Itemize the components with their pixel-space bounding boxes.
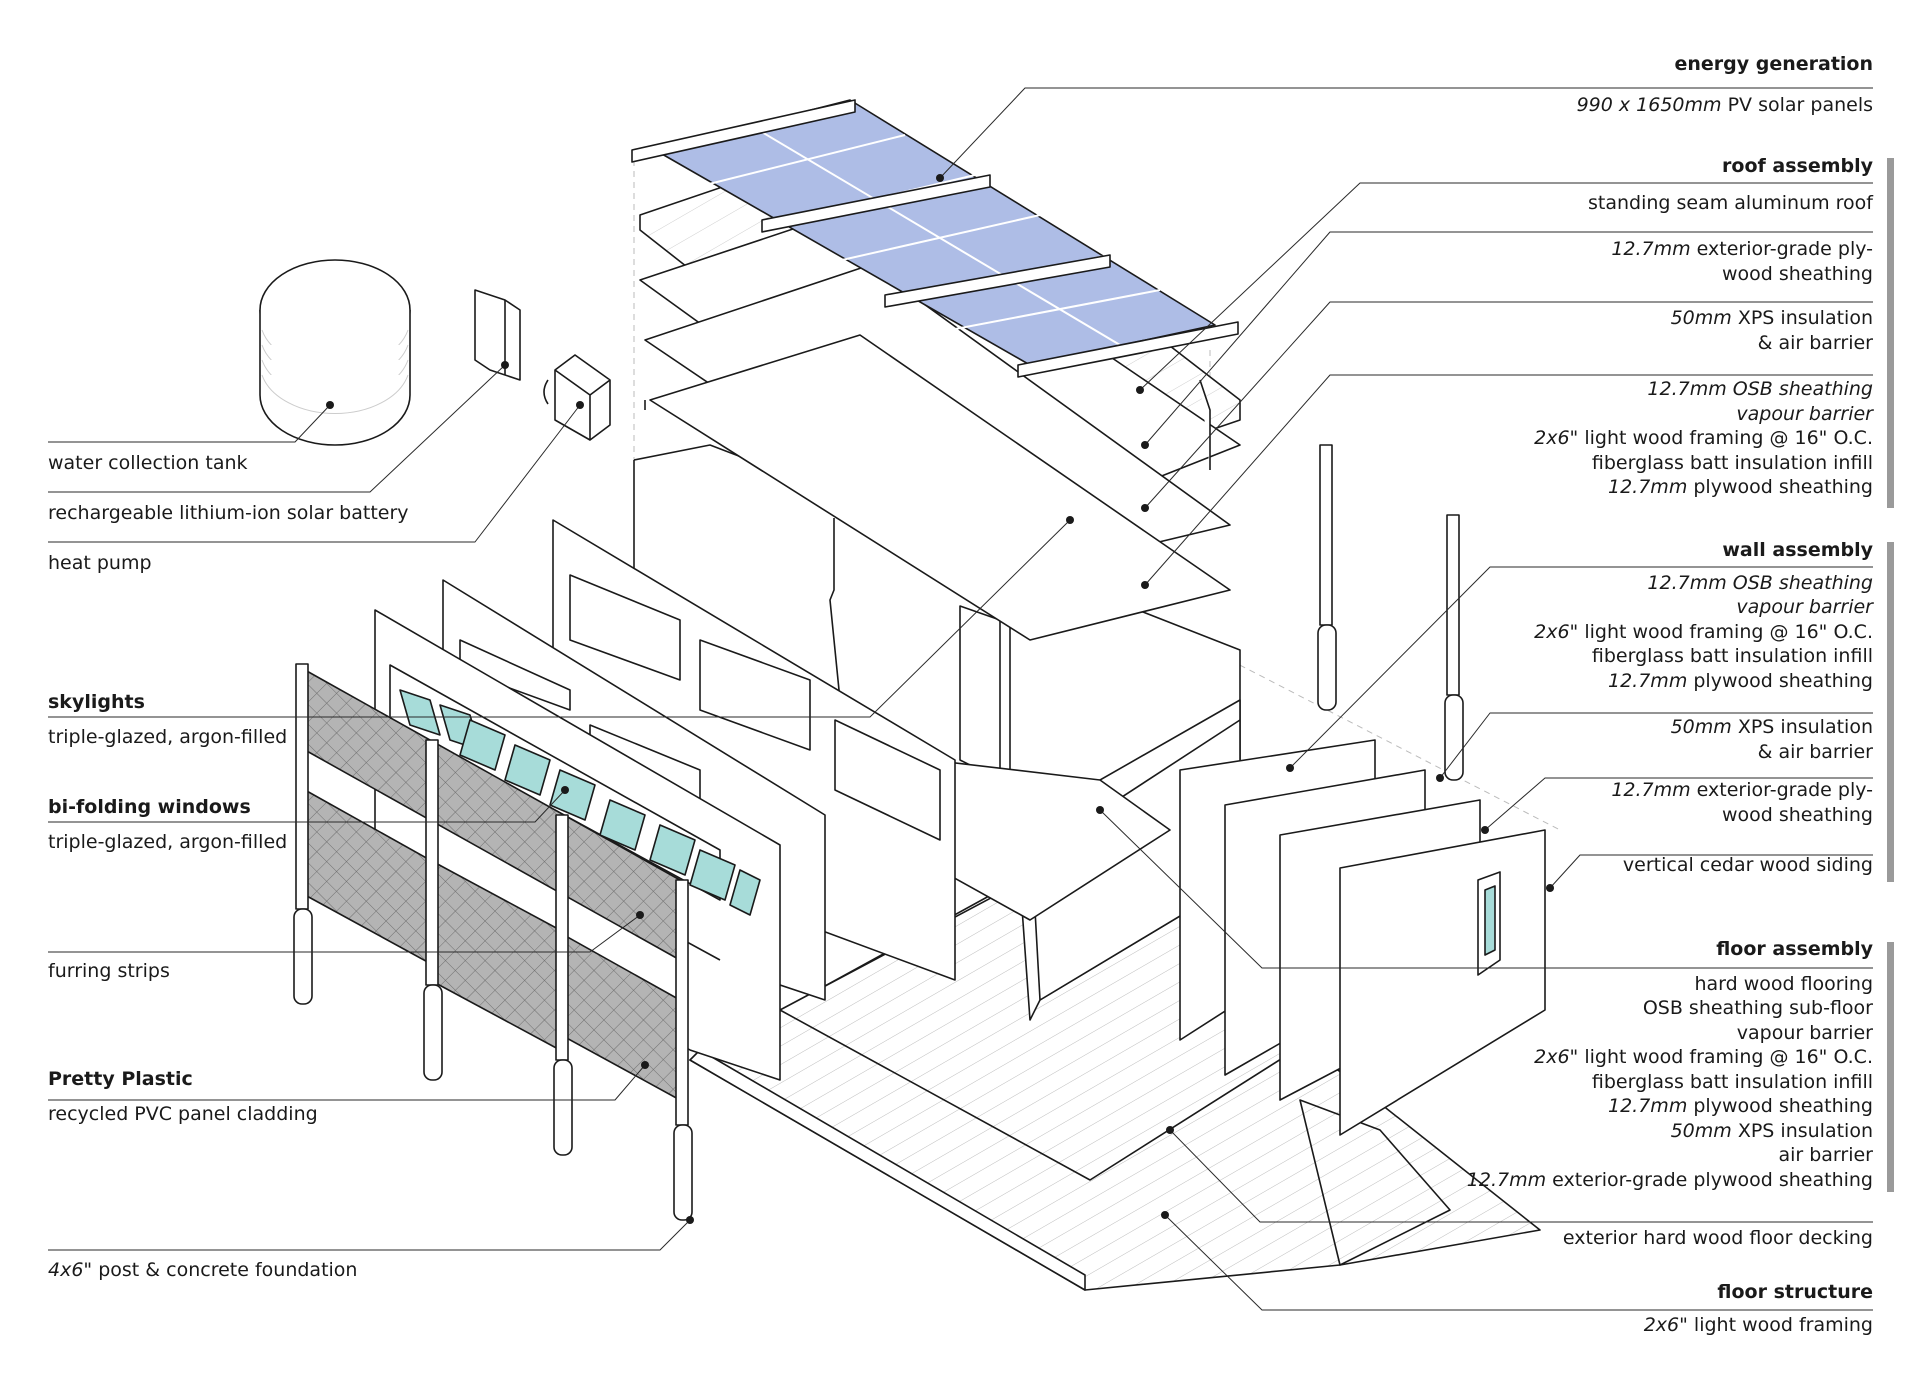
- roof-item: 2x6" light wood framing @ 16" O.C.: [1534, 427, 1873, 449]
- roof-assembly-label: roof assembly standing seam aluminum roo…: [1534, 154, 1873, 500]
- wall-item: 50mm XPS insulation: [1670, 716, 1873, 738]
- floor-item: 2x6" light wood framing @ 16" O.C.: [1534, 1046, 1873, 1068]
- post: [1317, 444, 1337, 711]
- floor-structure-item: 2x6" light wood framing: [1643, 1313, 1873, 1336]
- roof-item: wood sheathing: [1721, 262, 1873, 285]
- wall-item: fiberglass batt insulation infill: [1591, 645, 1873, 667]
- post: [673, 879, 693, 1221]
- foundation-posts: [293, 444, 1464, 1221]
- post-foundation-label: 4x6" post & concrete foundation: [48, 1259, 358, 1281]
- energy-item: 990 x 1650mm PV solar panels: [1576, 93, 1873, 116]
- wall-item: vapour barrier: [1736, 596, 1873, 618]
- roof-item: fiberglass batt insulation infill: [1591, 451, 1873, 474]
- post: [553, 814, 573, 1156]
- wall-item: 12.7mm exterior-grade ply-: [1611, 779, 1873, 801]
- roof-item: standing seam aluminum roof: [1587, 191, 1873, 214]
- roof-group-bar: [1887, 158, 1894, 508]
- roof-item: 12.7mm OSB sheathing: [1647, 378, 1873, 400]
- floor-assembly-title: floor assembly: [1716, 938, 1873, 960]
- roof-item: vapour barrier: [1736, 402, 1873, 425]
- roof-assembly-title: roof assembly: [1722, 155, 1873, 177]
- wall-item: 2x6" light wood framing @ 16" O.C.: [1534, 620, 1873, 643]
- roof-item: 50mm XPS insulation: [1670, 307, 1873, 329]
- wall-item: 12.7mm OSB sheathing: [1647, 571, 1873, 594]
- floor-item: 12.7mm exterior-grade plywood sheathing: [1466, 1168, 1873, 1191]
- floor-item: hard wood flooring: [1694, 972, 1873, 995]
- wall-item: wood sheathing: [1721, 803, 1873, 826]
- floor-assembly-label: floor assembly hard wood flooring OSB sh…: [1467, 937, 1873, 1192]
- wall-assembly-label: wall assembly 12.7mm OSB sheathing vapou…: [1534, 538, 1873, 878]
- wall-group-bar: [1887, 542, 1894, 882]
- side-wall-panels: [1179, 739, 1546, 1136]
- floor-item: vapour barrier: [1736, 1021, 1873, 1044]
- heat-pump-label: heat pump: [48, 552, 152, 574]
- floor-item: air barrier: [1778, 1144, 1873, 1166]
- battery-label: rechargeable lithium-ion solar battery: [48, 502, 409, 524]
- post: [293, 663, 313, 1005]
- floor-decking-label: exterior hard wood floor decking: [1562, 1227, 1873, 1249]
- water-tank-label: water collection tank: [48, 452, 248, 474]
- glazing: [399, 689, 761, 916]
- post: [423, 739, 443, 1081]
- wall-item: & air barrier: [1757, 740, 1873, 763]
- solar-battery: [474, 289, 521, 381]
- floor-group-bar: [1887, 942, 1894, 1192]
- leader-dots: [326, 174, 1554, 1224]
- floor-item: fiberglass batt insulation infill: [1591, 1070, 1873, 1093]
- wall-assembly-title: wall assembly: [1722, 539, 1873, 561]
- solar-panel-array: [631, 99, 1239, 378]
- water-collection-tank: [259, 259, 411, 446]
- pretty-plastic-label: Pretty Plastic recycled PVC panel claddi…: [48, 1068, 318, 1125]
- floor-item: 50mm XPS insulation: [1670, 1119, 1873, 1142]
- leader-lines: [48, 87, 1873, 1311]
- heat-pump-unit: [543, 354, 611, 441]
- floor-item: OSB sheathing sub-floor: [1642, 997, 1873, 1019]
- wall-item: vertical cedar wood siding: [1622, 854, 1873, 876]
- roof-item: & air barrier: [1757, 331, 1873, 354]
- bi-folding-windows-label: bi-folding windows triple-glazed, argon-…: [48, 796, 288, 853]
- energy-generation-title: energy generation: [1674, 53, 1873, 75]
- floor-structure-title: floor structure: [1717, 1281, 1873, 1303]
- post: [1444, 514, 1464, 781]
- wall-item: 12.7mm plywood sheathing: [1608, 669, 1873, 692]
- floor-item: 12.7mm plywood sheathing: [1608, 1095, 1873, 1117]
- floor-structure-label: floor structure 2x6" light wood framing: [1644, 1280, 1873, 1337]
- energy-generation-label: energy generation 990 x 1650mm PV solar …: [1577, 52, 1873, 117]
- roof-item: 12.7mm exterior-grade ply-: [1611, 238, 1873, 260]
- roof-item: 12.7mm plywood sheathing: [1608, 476, 1873, 498]
- furring-strips-label: furring strips: [48, 960, 170, 982]
- skylights-label: skylights triple-glazed, argon-filled: [48, 691, 288, 748]
